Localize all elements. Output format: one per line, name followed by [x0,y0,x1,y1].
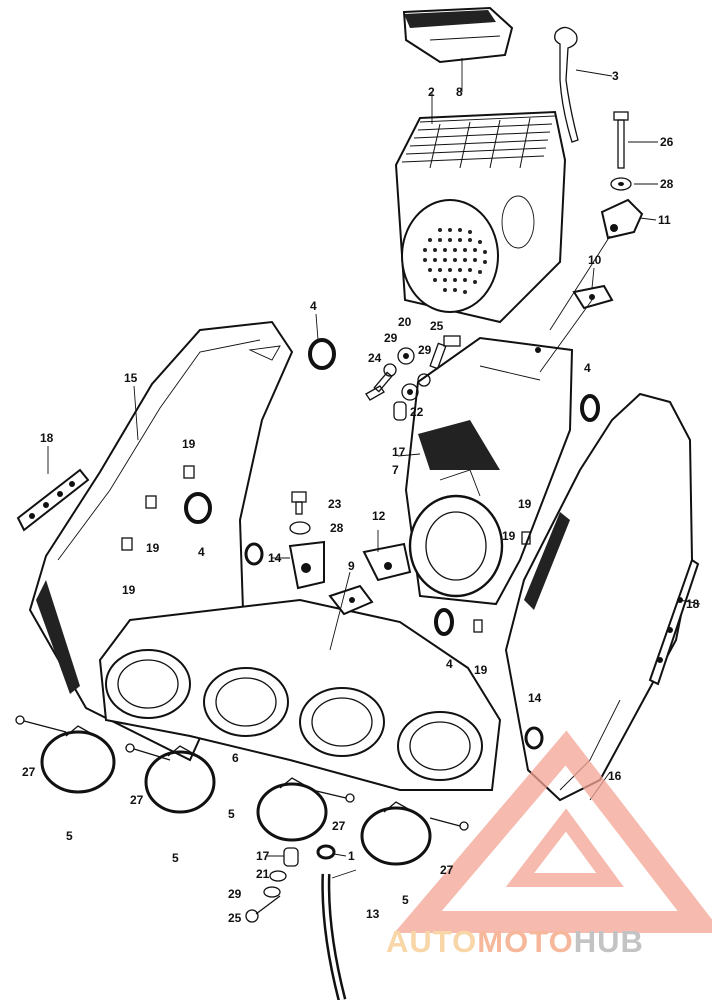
label-l18b: 18 [686,597,700,611]
emblem-right-part [648,558,700,686]
bracket-12-part [362,542,412,582]
grommet-14-b [524,726,544,750]
watermark-logo: AUTOMOTOHUB [386,730,712,959]
label-l5a: 5 [66,829,73,843]
label-l18a: 18 [40,431,54,445]
label-l21: 21 [256,867,270,881]
plate-10-part [572,284,614,310]
label-l6: 6 [232,751,239,765]
label-l10: 10 [588,253,602,267]
label-l5c: 5 [228,807,235,821]
intake-manifold-part [98,584,502,791]
label-l27b: 27 [130,793,144,807]
label-l4d: 4 [446,657,453,671]
grommet-4-c [184,492,212,524]
grommet-14-a [244,542,264,566]
label-l9: 9 [348,559,355,573]
grommet-4-d [434,608,454,636]
svg-text:AUTOMOTOHUB: AUTOMOTOHUB [386,924,644,959]
watermark-text-auto: AUTO [386,924,477,959]
label-l17b: 17 [256,849,270,863]
grommet-4-b [580,394,600,422]
label-l14b: 14 [528,691,542,705]
label-l7: 7 [392,463,399,477]
label-l17a: 17 [392,445,406,459]
label-l3: 3 [612,69,619,83]
label-l29b: 29 [418,343,432,357]
label-l12: 12 [372,509,386,523]
label-l1: 1 [348,849,355,863]
label-l4a: 4 [310,299,317,313]
bracket-part [554,26,579,143]
emblem-left-part [16,468,90,532]
grommet-4-a [308,338,336,370]
filter-element-part [402,6,514,64]
label-l25a: 25 [430,319,444,333]
label-l26: 26 [660,135,674,149]
label-l14a: 14 [268,551,282,565]
clips-19-parts [121,465,531,633]
label-l24: 24 [368,351,382,365]
label-l27c: 27 [332,819,346,833]
label-l22: 22 [410,405,424,419]
label-l19a: 19 [182,437,196,451]
label-l25b: 25 [228,911,242,925]
hose-clamps-parts [40,725,432,866]
label-l4b: 4 [584,361,591,375]
hardware-upper-parts [365,335,461,421]
label-l4c: 4 [198,545,205,559]
clamp-screws-27-parts [15,715,469,831]
part-labels: 1234444555567891011121314141516171718181… [22,69,700,925]
label-l29a: 29 [384,331,398,345]
right-side-cover-part [504,392,694,802]
label-l27a: 27 [22,765,36,779]
label-l29c: 29 [228,887,242,901]
label-l23: 23 [328,497,342,511]
clamp-11-part [600,198,644,240]
bolt-26-part [613,111,629,169]
air-cleaner-housing-part [394,110,567,324]
label-l20: 20 [398,315,412,329]
label-l8: 8 [456,85,463,99]
label-l19e: 19 [502,529,516,543]
air-box-part [404,336,574,606]
label-l2: 2 [428,85,435,99]
bracket-14-part [288,540,325,590]
label-l19b: 19 [146,541,160,555]
breather-hose-part [321,873,347,1000]
label-l28a: 28 [660,177,674,191]
label-l16: 16 [608,769,622,783]
label-l19f: 19 [474,663,488,677]
label-l5b: 5 [172,851,179,865]
label-l5d: 5 [402,893,409,907]
washer-28-part [610,177,632,191]
label-l27d: 27 [440,863,454,877]
label-l15: 15 [124,371,138,385]
hardware-mid-parts [289,491,311,535]
watermark-text-moto: MOTO [477,924,573,959]
label-l28b: 28 [330,521,344,535]
label-l11: 11 [658,213,671,227]
leader-lines [47,58,701,879]
hardware-lower-parts [245,844,336,923]
watermark-text-hub: HUB [574,924,644,959]
label-l13: 13 [366,907,380,921]
label-l19c: 19 [122,583,136,597]
label-l19d: 19 [518,497,532,511]
